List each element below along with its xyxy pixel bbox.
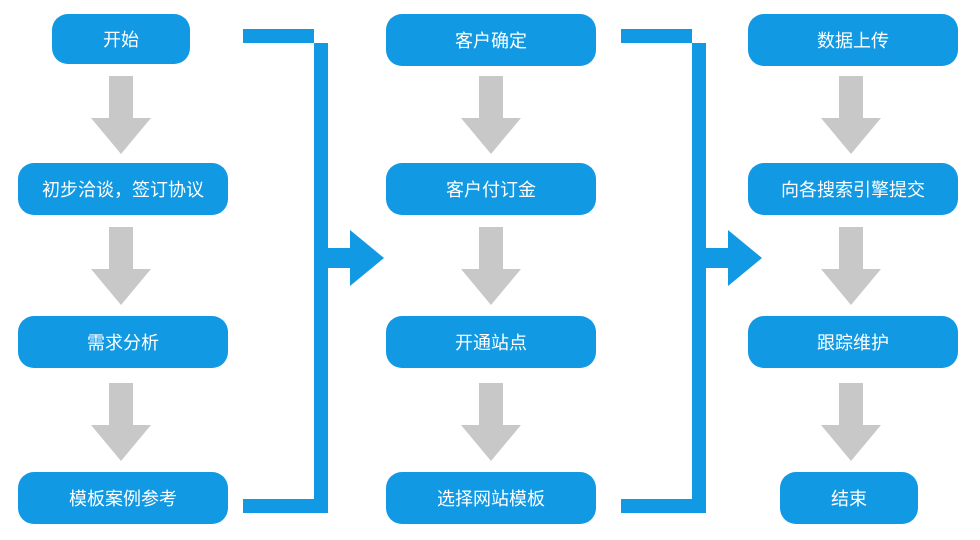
down-arrow-icon [461, 383, 521, 461]
down-arrow-icon [461, 76, 521, 154]
down-arrow-icon [461, 227, 521, 305]
step-customer-confirm: 客户确定 [386, 14, 596, 66]
step-open-site: 开通站点 [386, 316, 596, 368]
down-arrow-icon [821, 76, 881, 154]
down-arrow-icon [821, 383, 881, 461]
step-choose-template: 选择网站模板 [386, 472, 596, 524]
step-template-reference: 模板案例参考 [18, 472, 228, 524]
step-customer-deposit: 客户付订金 [386, 163, 596, 215]
step-requirements-analysis: 需求分析 [18, 316, 228, 368]
down-arrow-icon [91, 383, 151, 461]
connector-bracket-2 [621, 29, 762, 513]
down-arrow-icon [91, 227, 151, 305]
step-start: 开始 [52, 14, 190, 64]
step-submit-search-engines: 向各搜索引擎提交 [748, 163, 958, 215]
down-arrow-icon [91, 76, 151, 154]
connector-bracket-1 [243, 29, 384, 513]
down-arrow-icon [821, 227, 881, 305]
step-end: 结束 [780, 472, 918, 524]
step-initial-negotiation: 初步洽谈，签订协议 [18, 163, 228, 215]
step-maintenance: 跟踪维护 [748, 316, 958, 368]
step-data-upload: 数据上传 [748, 14, 958, 66]
